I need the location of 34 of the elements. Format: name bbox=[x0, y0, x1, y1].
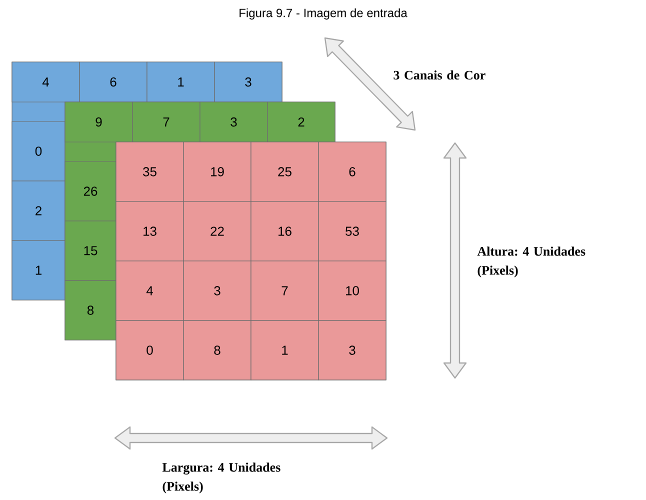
grid-cell: 13 bbox=[116, 201, 184, 262]
grid-cell: 16 bbox=[250, 201, 319, 262]
grid-cell: 7 bbox=[132, 102, 200, 142]
grid-cell: 0 bbox=[12, 121, 66, 182]
grid-cell: 6 bbox=[318, 142, 386, 202]
dimension-label: Largura: 4 Unidades (Pixels) bbox=[162, 462, 280, 494]
grid-cell: 3 bbox=[214, 62, 282, 102]
grid-cell: 1 bbox=[12, 240, 66, 300]
grid-cell: 22 bbox=[183, 201, 252, 262]
grid-cell: 2 bbox=[12, 180, 66, 241]
grid-cell: 4 bbox=[116, 260, 184, 321]
grid-cell: 8 bbox=[183, 320, 252, 380]
grid-cell: 2 bbox=[267, 102, 336, 142]
grid-cell: 25 bbox=[250, 142, 319, 202]
grid-cell: 7 bbox=[250, 260, 319, 321]
dimension-label: 3 Canais de Cor bbox=[394, 70, 486, 80]
grid-cell: 9 bbox=[64, 102, 133, 142]
grid-cell: 8 bbox=[64, 280, 116, 340]
grid-cell: 10 bbox=[318, 260, 386, 321]
grid-cell: 1 bbox=[146, 62, 215, 102]
grid-cell: 3 bbox=[183, 260, 252, 321]
grid-cell: 15 bbox=[64, 220, 116, 281]
grid-cell: 0 bbox=[116, 320, 184, 380]
figure-title: Figura 9.7 - Imagem de entrada bbox=[240, 8, 408, 20]
grid-cell: 35 bbox=[116, 142, 184, 202]
grid-cell: 6 bbox=[79, 62, 148, 102]
grid-cell: 3 bbox=[318, 320, 386, 380]
dimension-label: Altura: 4 Unidades (Pixels) bbox=[477, 246, 586, 278]
grid-cell: 4 bbox=[12, 62, 80, 102]
grid-cell: 1 bbox=[250, 320, 319, 380]
grid-cell: 3 bbox=[200, 102, 268, 142]
grid-cell: 53 bbox=[318, 201, 386, 262]
grid-cell: 26 bbox=[64, 161, 116, 222]
grid-cell: 19 bbox=[183, 142, 252, 202]
